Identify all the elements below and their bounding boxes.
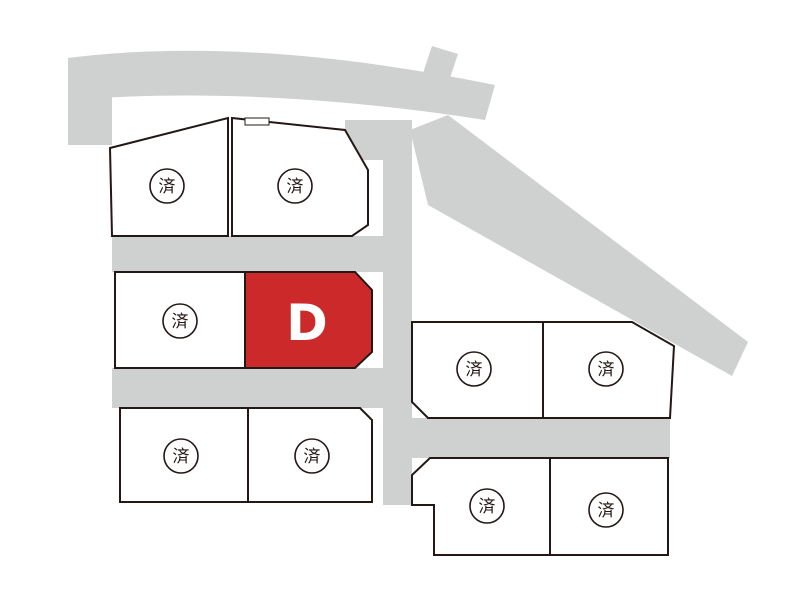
svg-text:済: 済: [479, 497, 496, 517]
svg-text:済: 済: [598, 501, 615, 521]
lot-row1-right-small-mark: [244, 117, 270, 126]
highlight-lot-label: D: [286, 294, 328, 352]
sold-marker-row1-left: 済: [149, 168, 185, 204]
svg-text:済: 済: [173, 447, 190, 467]
sold-marker-row3-left: 済: [163, 438, 199, 474]
road-diagonal: [410, 115, 748, 376]
sold-marker-east-lower-right: 済: [588, 492, 624, 528]
sold-marker-row3-right: 済: [294, 438, 330, 474]
sold-marker-east-upper-right: 済: [588, 351, 624, 387]
sold-marker-row1-right: 済: [277, 168, 313, 204]
svg-text:済: 済: [304, 447, 321, 467]
lot-row2-right-highlight[interactable]: [244, 271, 373, 369]
road-north-stub: [420, 46, 458, 90]
sold-marker-east-upper-left: 済: [456, 351, 492, 387]
svg-text:済: 済: [598, 360, 615, 380]
road-middle-horizontal: [112, 368, 412, 408]
svg-text:済: 済: [466, 360, 483, 380]
road-vertical: [383, 120, 412, 505]
road-north-curve: [68, 50, 495, 120]
roads: [68, 46, 748, 505]
road-north-left-edge: [68, 58, 112, 145]
road-junction: [345, 120, 412, 160]
road-upper-horizontal: [112, 236, 412, 272]
svg-text:済: 済: [287, 177, 304, 197]
road-east-horizontal: [412, 418, 670, 458]
lot-markers: 済 済 済 D 済 済 済 済 済: [149, 168, 624, 528]
sold-marker-row2-left: 済: [162, 303, 198, 339]
svg-text:済: 済: [159, 177, 176, 197]
sold-marker-east-lower-left: 済: [469, 488, 505, 524]
svg-text:済: 済: [172, 312, 189, 332]
